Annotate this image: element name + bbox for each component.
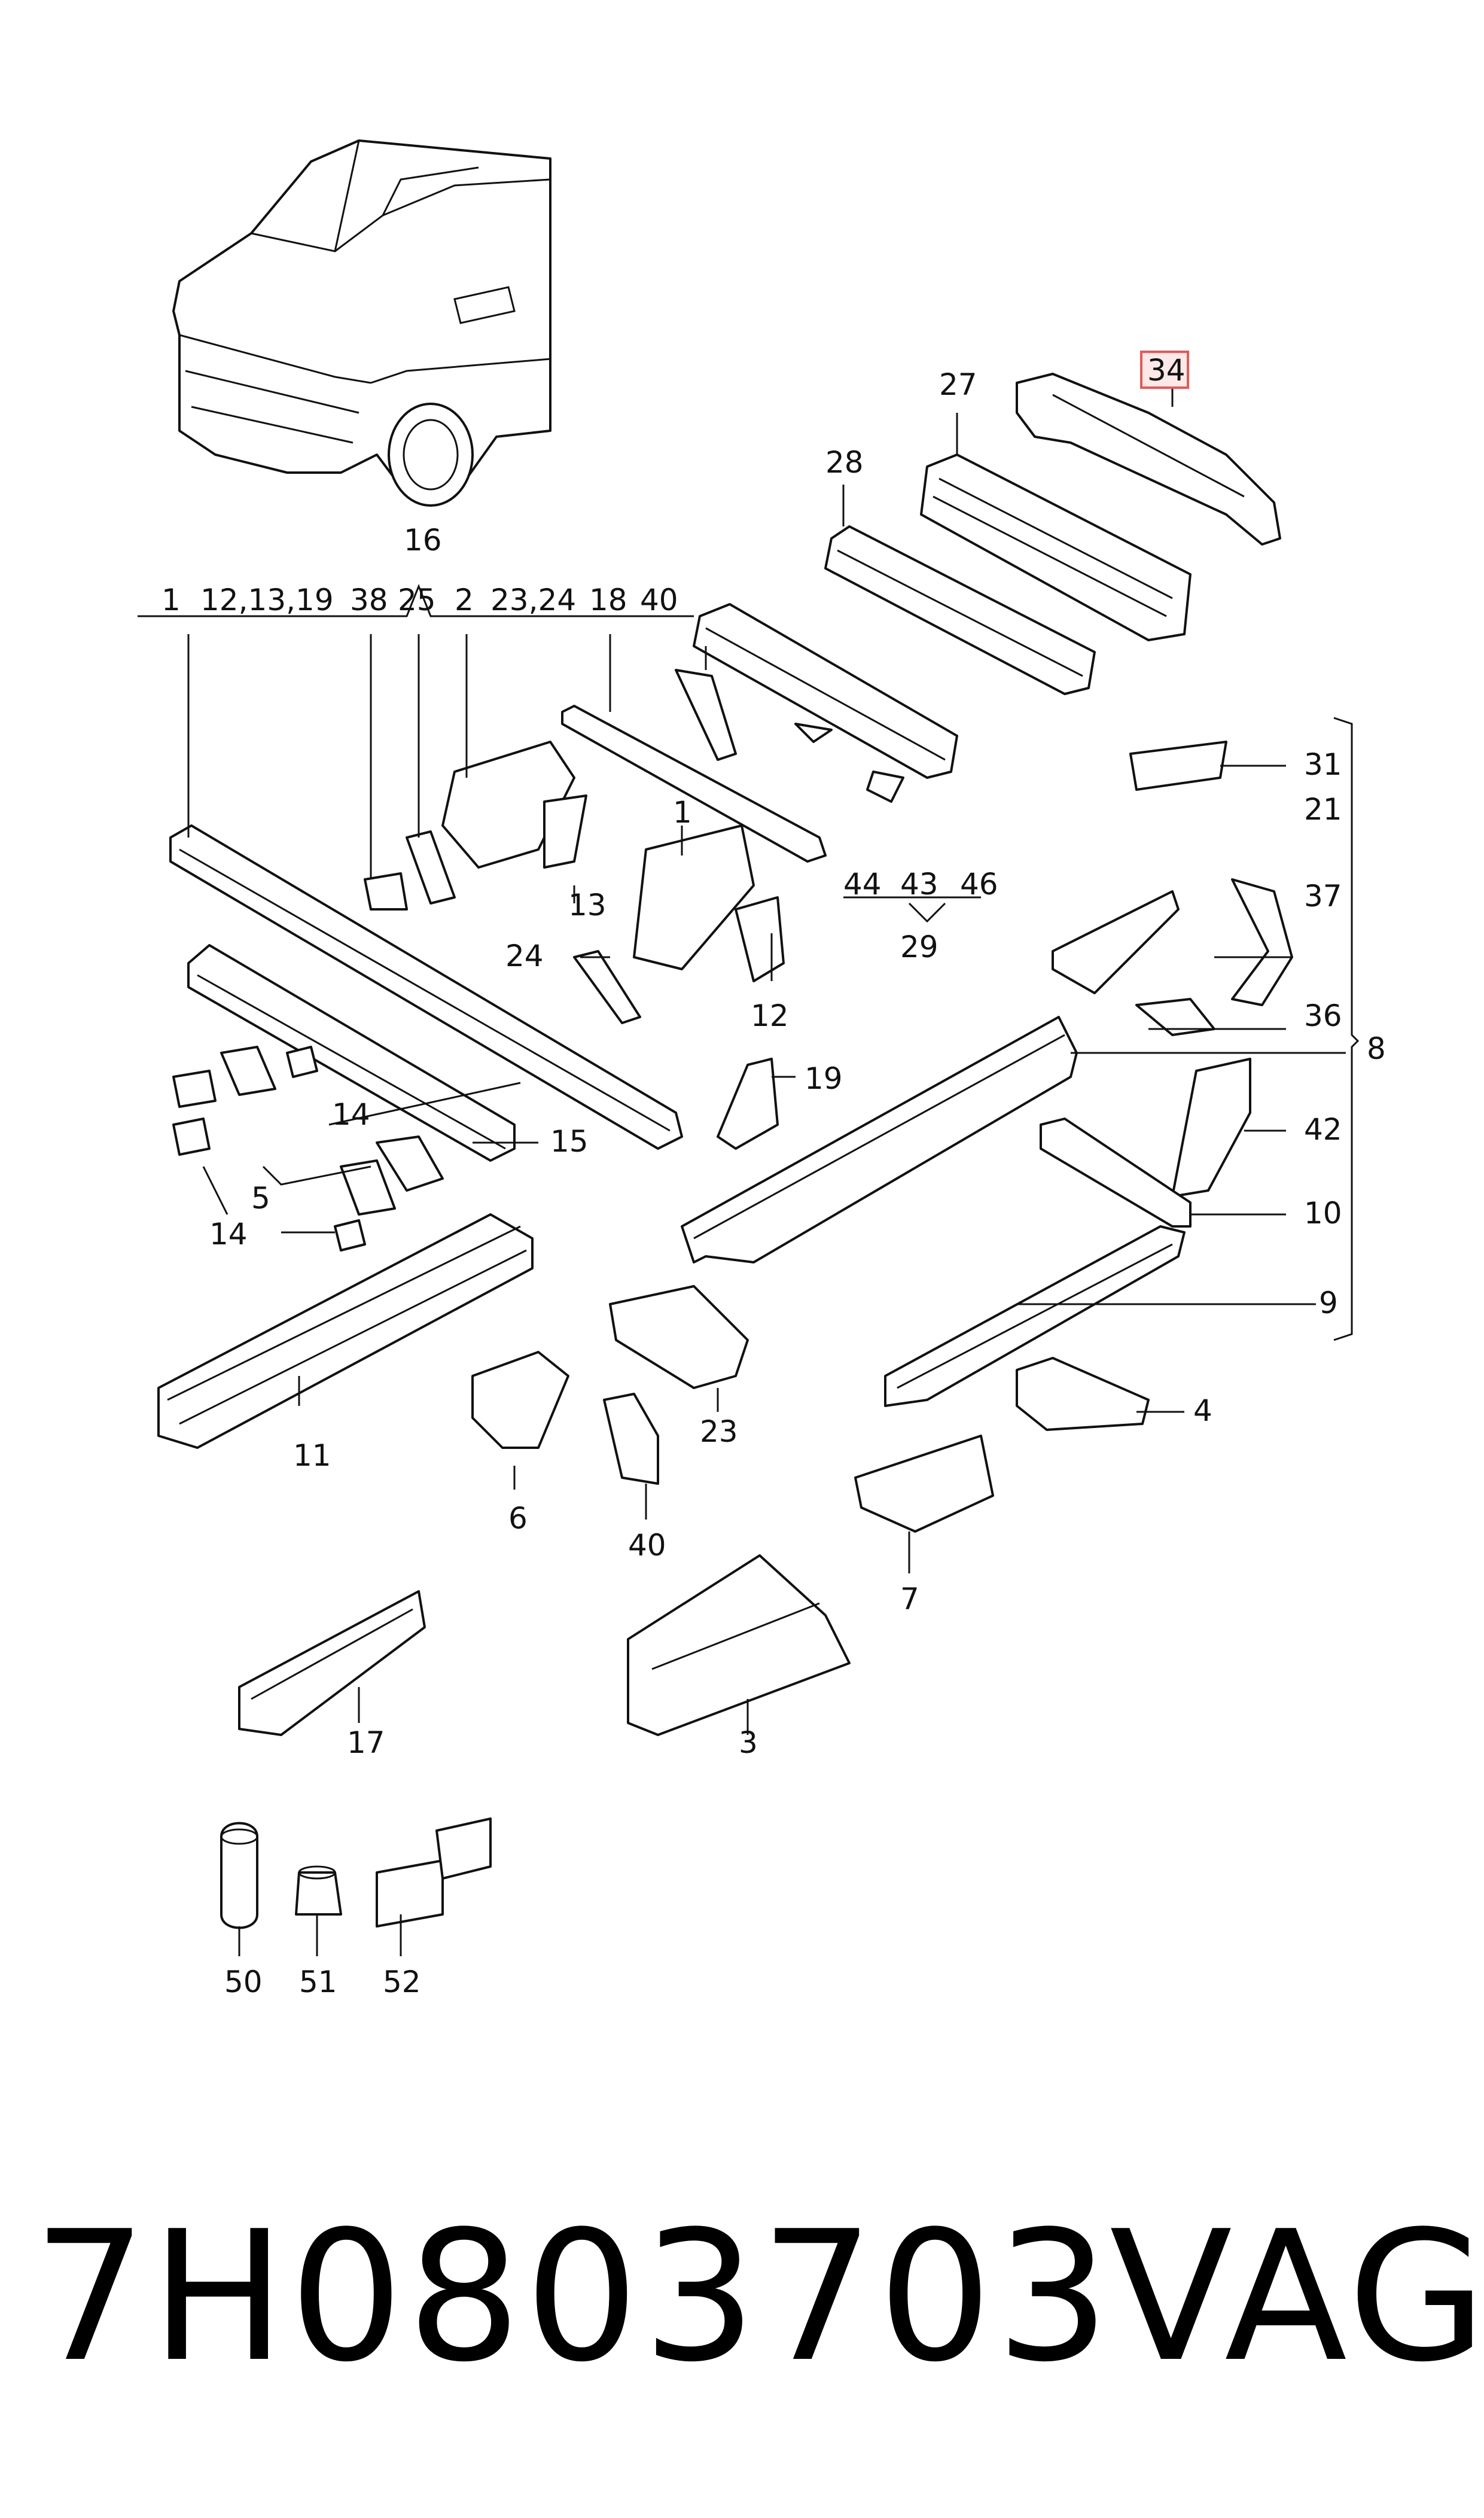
callout-14-second: 14 <box>209 1217 248 1252</box>
callout-27: 27 <box>939 367 977 402</box>
callout-12: 12 <box>751 998 789 1033</box>
callout-23-24: 23,24 <box>490 583 576 617</box>
part-17-member <box>238 1590 426 1736</box>
callout-3: 3 <box>739 1725 758 1760</box>
callout-28: 28 <box>825 445 864 480</box>
callout-1-second: 1 <box>673 795 692 830</box>
callout-50: 50 <box>224 1965 263 1999</box>
vehicle-illustration <box>172 139 551 507</box>
accessory-parts <box>220 1817 492 1929</box>
callout-4: 4 <box>1193 1393 1212 1428</box>
callout-43: 43 <box>900 867 938 902</box>
callout-labels: 34 27 28 16 1 12,13,19 38 25 2 23,24 18 … <box>161 353 1386 1999</box>
callout-40: 40 <box>640 583 678 617</box>
part-29-crossmember <box>675 603 958 803</box>
highlight-box-34 <box>1140 351 1189 389</box>
callout-29: 29 <box>900 930 938 964</box>
callout-18: 18 <box>589 583 627 617</box>
part-1-long-member <box>169 705 827 1150</box>
callout-37: 37 <box>1304 879 1342 914</box>
callout-44: 44 <box>843 867 882 902</box>
lower-brackets <box>471 1285 994 1736</box>
callout-8: 8 <box>1367 1031 1386 1066</box>
leader-lines <box>138 383 1360 1956</box>
callout-1: 1 <box>161 583 181 617</box>
part-number-text: 7H0803703 <box>33 2193 1114 2401</box>
callout-31: 31 <box>1304 747 1342 782</box>
callout-11: 11 <box>293 1438 331 1473</box>
callout-17: 17 <box>347 1725 385 1760</box>
callout-9: 9 <box>1319 1286 1338 1320</box>
part-34-rail <box>1016 373 1281 546</box>
callout-46: 46 <box>960 867 998 902</box>
callout-51: 51 <box>299 1965 337 1999</box>
callout-2: 2 <box>455 583 474 617</box>
part-15-frame-section <box>172 944 516 1252</box>
part-11-long-member <box>157 1213 534 1449</box>
callout-14: 14 <box>332 1097 370 1132</box>
part-8-side-member <box>681 741 1293 1431</box>
callout-36: 36 <box>1304 998 1342 1033</box>
callout-19: 19 <box>805 1061 843 1096</box>
callout-7: 7 <box>900 1582 919 1616</box>
callout-6: 6 <box>508 1501 528 1536</box>
callout-42: 42 <box>1304 1112 1342 1147</box>
callout-12-13-19: 12,13,19 <box>200 583 334 617</box>
callout-24: 24 <box>505 939 544 973</box>
callout-10: 10 <box>1304 1196 1342 1231</box>
callout-15: 15 <box>550 1124 589 1159</box>
callout-52: 52 <box>383 1965 421 1999</box>
callout-16: 16 <box>404 523 442 558</box>
callout-23: 23 <box>700 1414 738 1449</box>
part-28-crossmember <box>824 525 1096 695</box>
callout-40-second: 40 <box>628 1528 666 1563</box>
callout-38: 38 <box>350 583 388 617</box>
callout-21: 21 <box>1304 792 1342 827</box>
brand-text: VAG <box>1110 2193 1484 2401</box>
callout-25: 25 <box>398 583 436 617</box>
callout-34: 34 <box>1147 353 1186 388</box>
callout-5: 5 <box>251 1181 270 1216</box>
callout-13: 13 <box>568 888 607 922</box>
